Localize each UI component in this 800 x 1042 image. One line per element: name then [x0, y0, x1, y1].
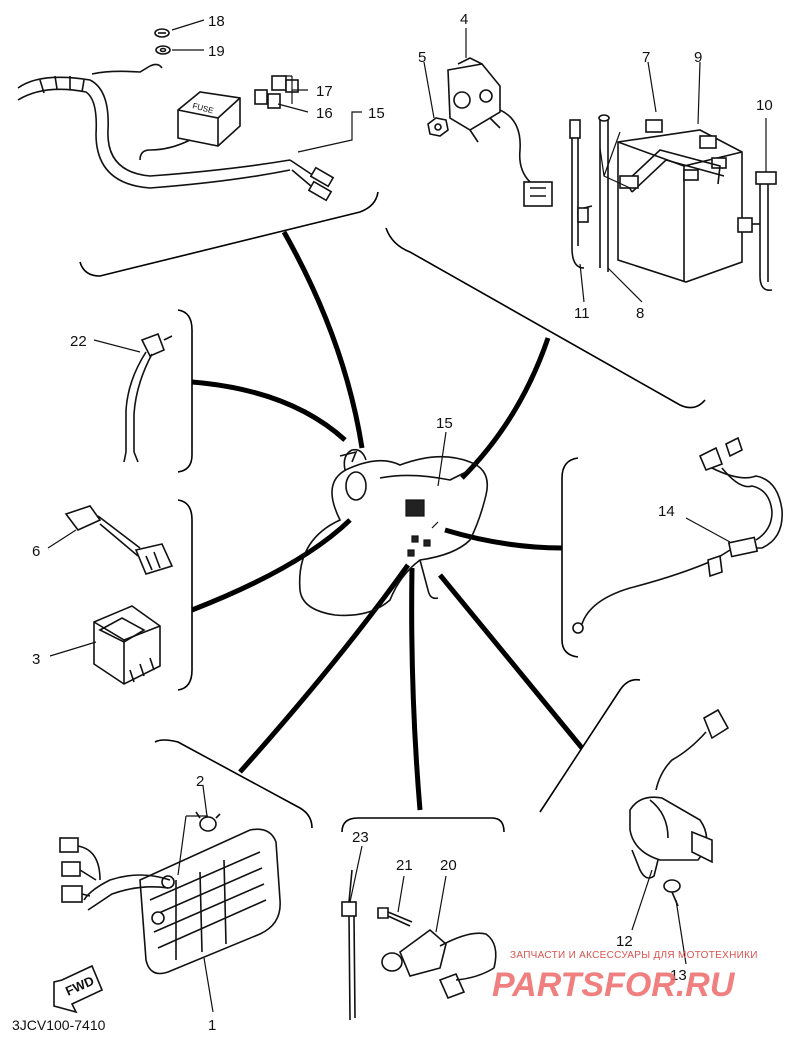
starter-relay-4 [447, 57, 553, 207]
watermark-caption: ЗАПЧАСТИ И АКСЕССУАРЫ ДЛЯ МОТОТЕХНИКИ [510, 950, 758, 961]
frame-right [561, 457, 579, 658]
callout-7: 7 [642, 49, 650, 66]
callout-3: 3 [32, 651, 40, 668]
callout-15-harness: 15 [368, 105, 385, 122]
sub-lead-14 [572, 436, 783, 634]
callout-9: 9 [694, 49, 702, 66]
callout-12: 12 [616, 933, 633, 950]
callout-21: 21 [396, 857, 413, 874]
bolt-2 [195, 811, 221, 832]
callout-10: 10 [756, 97, 773, 114]
frame-bottom-mid [341, 817, 505, 833]
battery-7 [617, 119, 743, 283]
callout-17: 17 [316, 83, 333, 100]
frame-left-upper [177, 309, 193, 473]
callout-13: 13 [670, 967, 687, 984]
watermark-brand: PARTSFOR.RU [492, 966, 736, 1004]
bolt-18 [154, 28, 170, 38]
callout-19: 19 [208, 43, 225, 60]
route-bottom-right [438, 573, 584, 750]
fuse-16 [254, 89, 281, 109]
frame-bottom-left [154, 739, 313, 829]
frame-bottom-right [539, 678, 641, 813]
nut-5 [427, 117, 449, 137]
frame-top-left [79, 191, 379, 277]
cable-tie-23 [341, 869, 357, 1021]
battery-lead-11 [569, 119, 593, 269]
relay-3 [93, 605, 161, 685]
route-left-upper [191, 379, 347, 442]
callout-14: 14 [658, 503, 675, 520]
leader-lines [47, 19, 767, 1013]
main-switch-12 [629, 708, 730, 879]
drawing-code: 3JCV100-7410 [12, 1017, 106, 1033]
callout-11: 11 [574, 305, 590, 322]
frame-top-right [385, 227, 706, 409]
callout-22: 22 [70, 333, 87, 350]
lead-6 [64, 505, 174, 575]
route-top-right [460, 337, 551, 480]
sensor-20 [381, 928, 497, 1000]
callout-15-center: 15 [436, 415, 453, 432]
breather-hose-8 [598, 114, 610, 272]
fwd-arrow: FWD [53, 964, 104, 1014]
callout-23: 23 [352, 829, 369, 846]
callout-18: 18 [208, 13, 225, 30]
route-right [444, 527, 563, 551]
route-bottom-left [238, 563, 411, 774]
route-bottom-mid [409, 567, 423, 811]
washer-19 [155, 45, 171, 55]
rectifier-regulator-1 [139, 828, 281, 975]
callout-8: 8 [636, 305, 644, 322]
rectifier-harness [59, 837, 171, 911]
wire-harness-15 [17, 63, 335, 202]
callout-6: 6 [32, 543, 40, 560]
callout-1: 1 [208, 1017, 216, 1034]
bolt-21 [377, 907, 413, 927]
route-left-lower [191, 518, 352, 613]
callout-4: 4 [460, 11, 468, 28]
fuse-box: FUSE [139, 91, 241, 161]
callout-5: 5 [418, 49, 426, 66]
neutral-switch-lead-22 [123, 332, 173, 463]
callout-20: 20 [440, 857, 457, 874]
route-top-left [281, 230, 365, 449]
battery-lead-10 [737, 171, 777, 292]
callout-16: 16 [316, 105, 333, 122]
motorcycle-frame [298, 448, 489, 617]
callout-2: 2 [196, 773, 204, 790]
bolt-13 [663, 879, 681, 907]
frame-left-lower [177, 499, 193, 691]
